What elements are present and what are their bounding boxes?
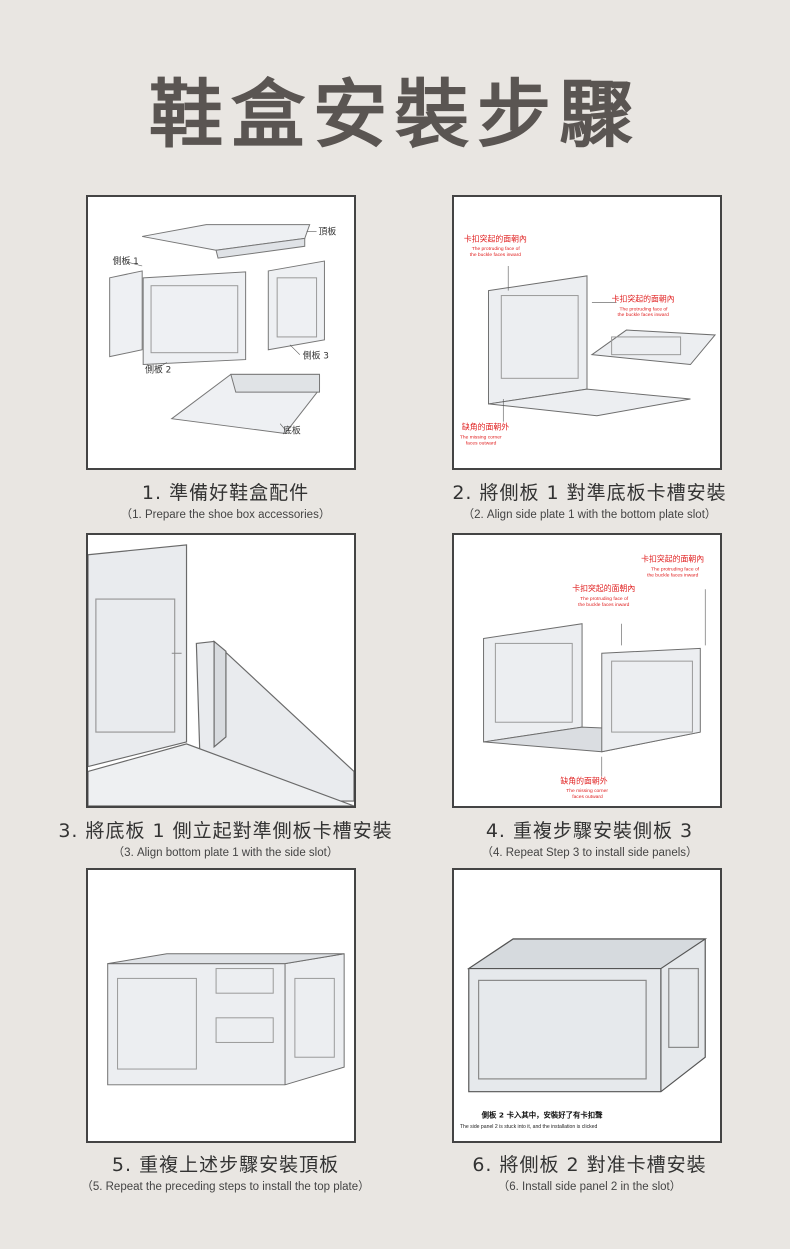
step-3-image: [86, 533, 356, 808]
label-note-cn: 側板 2 卡入其中，安裝好了有卡扣聲: [481, 1110, 604, 1119]
label-note-en: The side panel 2 is stuck into it, and t…: [460, 1124, 598, 1130]
page-title: 鞋盒安裝步驟: [149, 72, 641, 158]
label-c-cn: 缺角的面朝外: [560, 775, 607, 785]
step-1-image: 頂板 側板 1 側板 2 側板 3 底板: [86, 195, 356, 470]
label-b-en1: The protruding face of: [580, 596, 629, 602]
label-a-cn: 卡扣突起的面朝內: [464, 233, 527, 243]
label-b-en1: The protruding face of: [620, 306, 669, 312]
step-2-image: 卡扣突起的面朝內 The protruding face of the buck…: [452, 195, 722, 470]
label-top-plate: 頂板: [319, 225, 337, 237]
label-b-en2: the buckle faces inward: [618, 312, 670, 318]
label-b-cn: 卡扣突起的面朝內: [612, 293, 675, 303]
step-1-caption: 1. 準備好鞋盒配件: [141, 482, 310, 504]
step-2-caption: 2. 將側板 1 對準底板卡槽安裝: [452, 482, 727, 504]
label-b-en2: the buckle faces inward: [578, 602, 630, 608]
label-a-en1: The protruding face of: [651, 567, 700, 573]
step-4-image: 卡扣突起的面朝內 The protruding face of the buck…: [452, 533, 722, 808]
step-6-caption: 6. 將側板 2 對准卡槽安裝: [472, 1154, 707, 1176]
step-3-caption: 3. 將底板 1 側立起對準側板卡槽安裝: [58, 820, 393, 842]
label-c-cn: 缺角的面朝外: [462, 422, 509, 432]
label-a-en2: the buckle faces inward: [647, 572, 699, 578]
step-1-caption-en: （1. Prepare the shoe box accessories）: [120, 509, 331, 521]
step-2-caption-en: （2. Align side plate 1 with the bottom p…: [462, 509, 717, 521]
label-a-cn: 卡扣突起的面朝內: [641, 554, 704, 564]
label-c-en2: faces outward: [572, 794, 603, 800]
step-6-image: 側板 2 卡入其中，安裝好了有卡扣聲 The side panel 2 is s…: [452, 868, 722, 1143]
step-6-caption-en: （6. Install side panel 2 in the slot）: [497, 1181, 682, 1193]
label-c-en1: The missing corner: [566, 788, 608, 794]
label-side-1: 側板 1: [113, 255, 139, 267]
step-5-image: [86, 868, 356, 1143]
label-c-en1: The missing corner: [460, 434, 502, 440]
step-4-caption: 4. 重複步驟安裝側板 3: [485, 820, 694, 842]
label-a-en2: the buckle faces inward: [470, 252, 522, 258]
label-a-en1: The protruding face of: [472, 246, 521, 252]
step-3-caption-en: （3. Align bottom plate 1 with the side s…: [112, 847, 339, 859]
step-4-caption-en: （4. Repeat Step 3 to install side panels…: [481, 847, 698, 859]
step-5-caption-en: （5. Repeat the preceding steps to instal…: [81, 1181, 370, 1193]
label-bottom-plate: 底板: [283, 424, 301, 436]
label-c-en2: faces outward: [466, 440, 497, 446]
step-5-caption: 5. 重複上述步驟安裝頂板: [111, 1154, 340, 1176]
label-b-cn: 卡扣突起的面朝內: [572, 583, 635, 593]
label-side-3: 側板 3: [303, 350, 329, 362]
label-side-2: 側板 2: [145, 363, 171, 375]
